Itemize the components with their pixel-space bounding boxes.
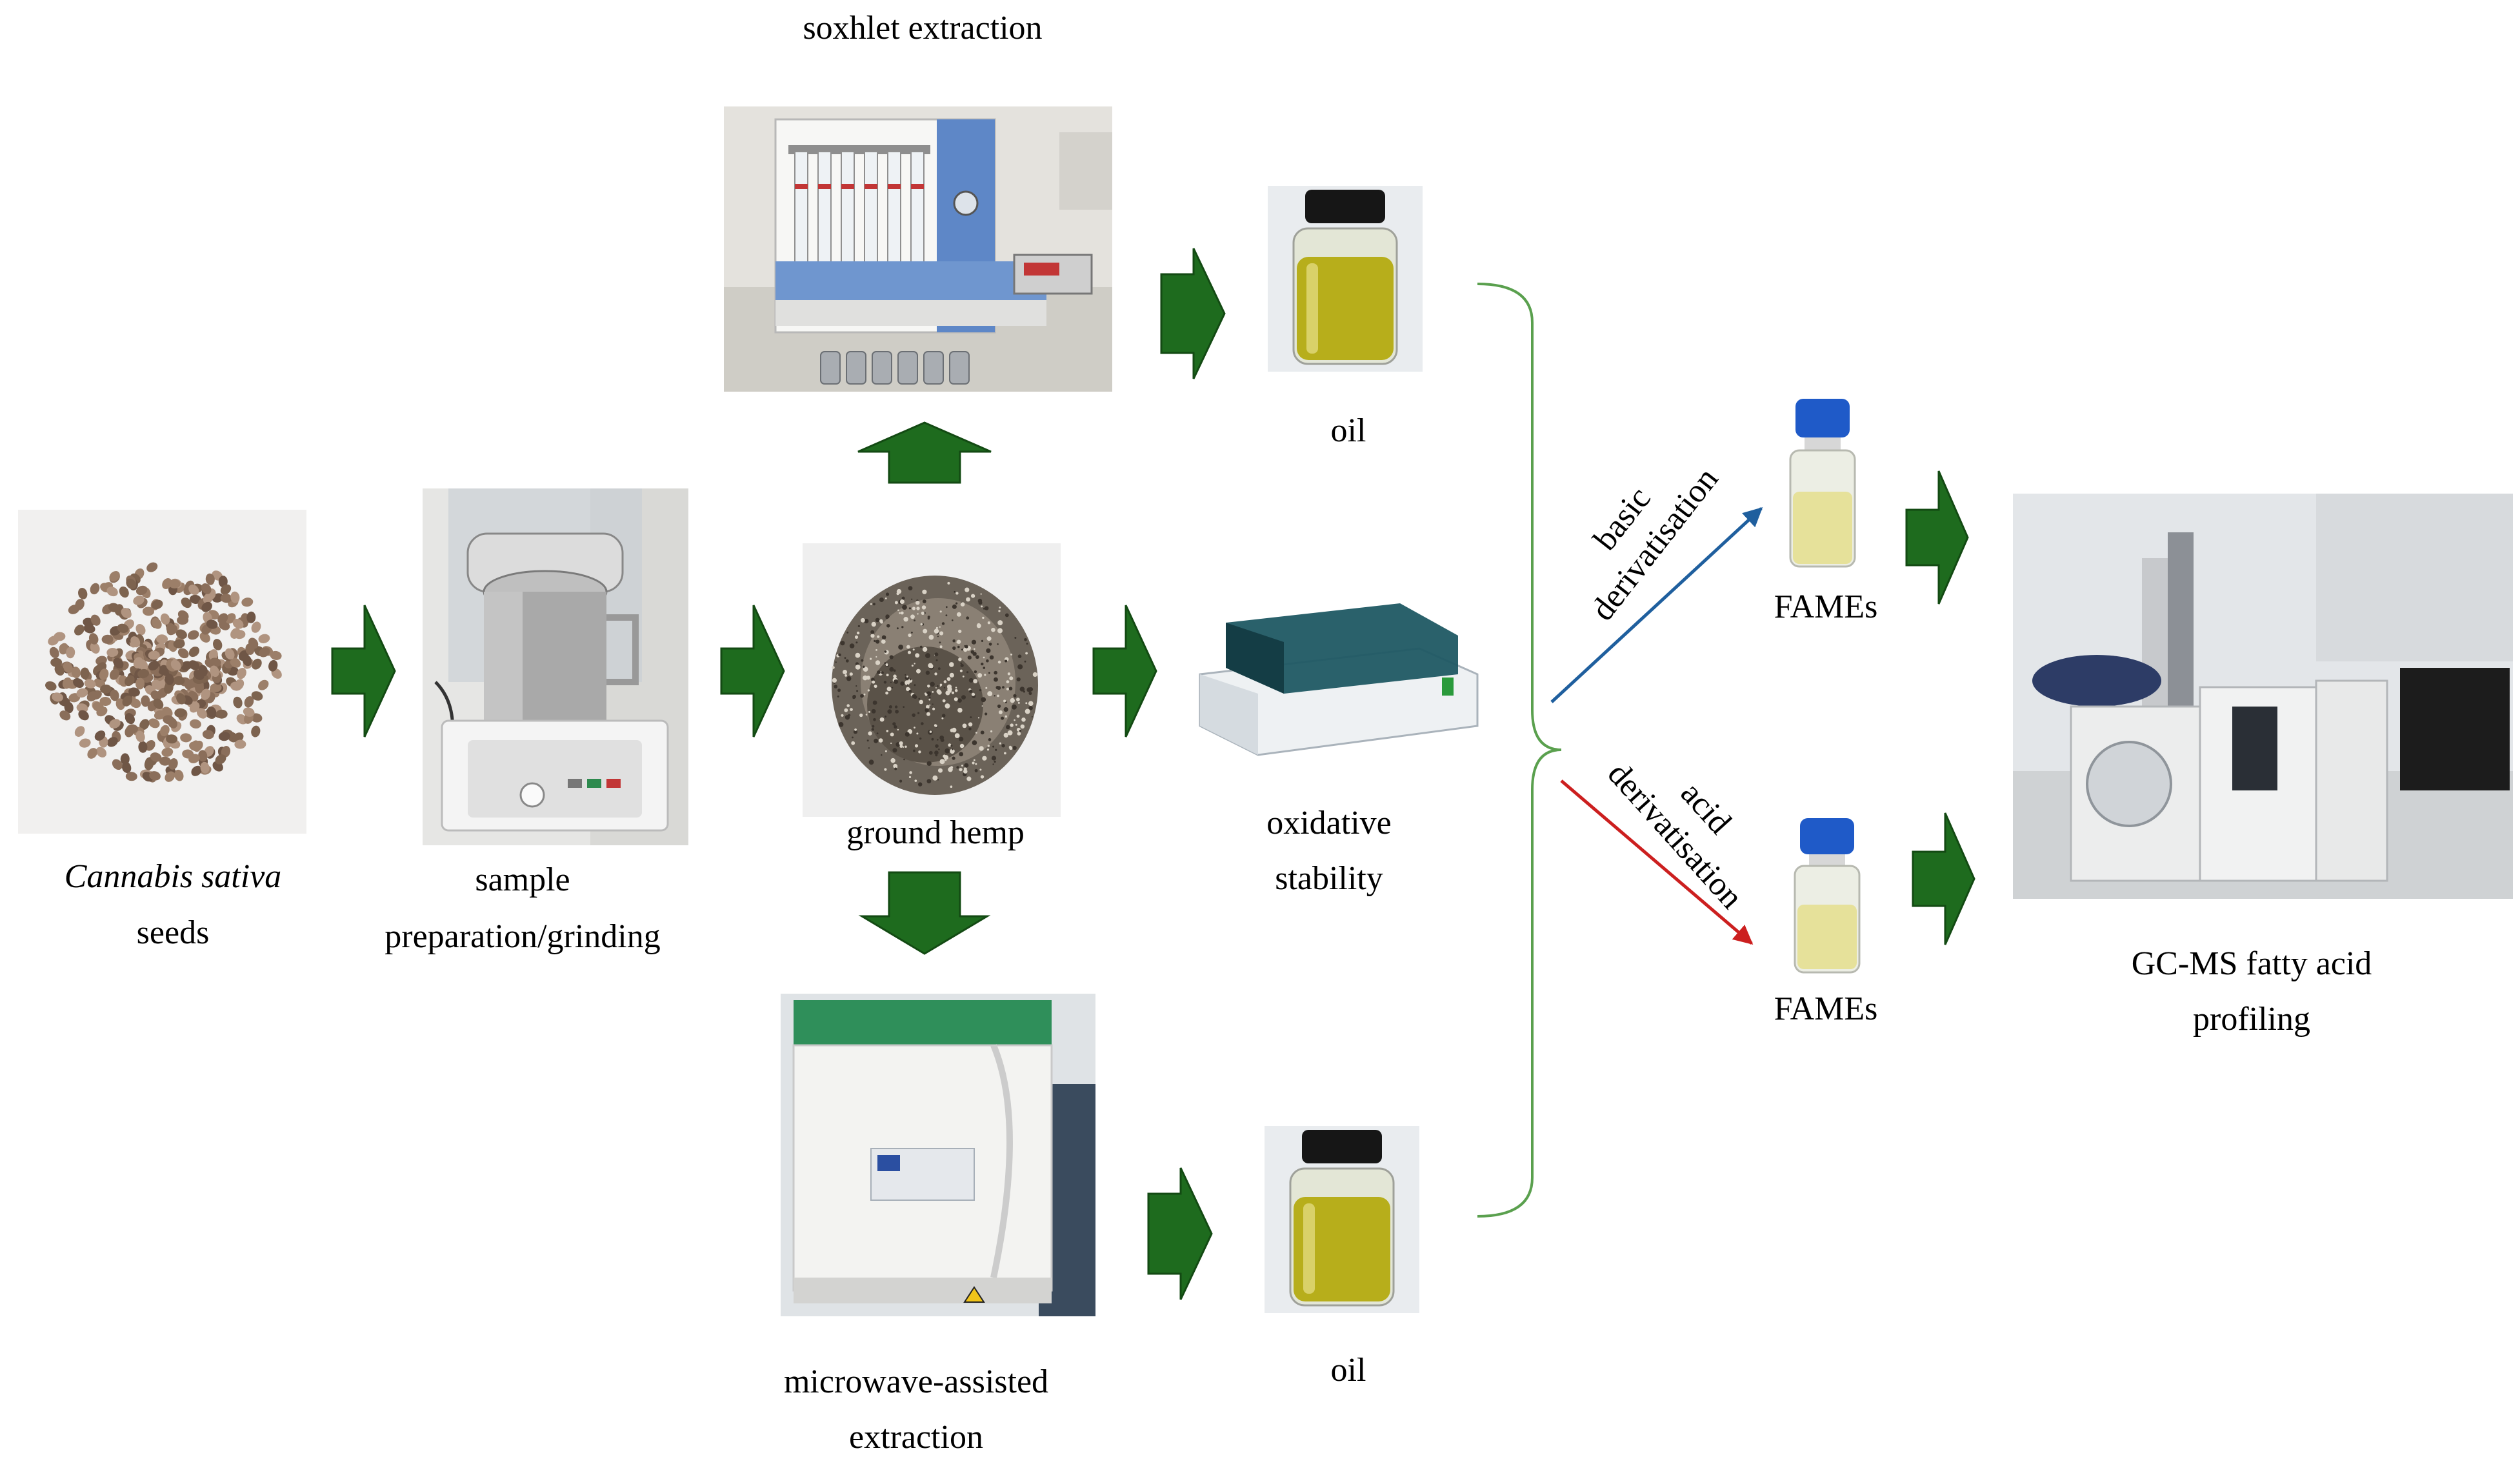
green-block-arrow-icon bbox=[1147, 1167, 1213, 1300]
oxidative-stability-label-line1: oxidative bbox=[1266, 805, 1392, 841]
gcms-label-line2: profiling bbox=[2193, 1001, 2310, 1038]
oxidative-stability-label-line2: stability bbox=[1275, 860, 1383, 897]
microwave-label-line1: microwave-assisted bbox=[783, 1363, 1049, 1400]
green-block-arrow-icon bbox=[331, 605, 396, 738]
curly-bracket-icon bbox=[1477, 283, 1562, 1218]
green-block-arrow-icon bbox=[1160, 248, 1226, 379]
green-block-arrow-icon bbox=[857, 421, 992, 484]
fames-bottom-label: FAMEs bbox=[1774, 990, 1878, 1027]
ground-hemp-label: ground hemp bbox=[846, 814, 1025, 851]
grinding-label-line1: sample bbox=[475, 861, 570, 898]
gcms-instrument-photo bbox=[2013, 494, 2513, 899]
rancimat-instrument-photo bbox=[1187, 597, 1487, 765]
soxhlet-apparatus-photo bbox=[724, 106, 1112, 392]
oil-bottom-label: oil bbox=[1330, 1352, 1366, 1389]
basic-derivatisation-arrow bbox=[1550, 507, 1763, 703]
acid-derivatisation-arrow bbox=[1560, 779, 1754, 945]
green-block-arrow-icon bbox=[1092, 605, 1157, 738]
green-block-arrow-icon bbox=[858, 871, 991, 955]
fames-top-label: FAMEs bbox=[1774, 588, 1878, 625]
seeds-label-italic: Cannabis sativa bbox=[12, 848, 334, 905]
grinder-photo bbox=[423, 488, 688, 845]
oil-jar-top-photo bbox=[1268, 186, 1423, 372]
green-block-arrow-icon bbox=[1912, 812, 1975, 945]
species-name: Cannabis sativa bbox=[64, 858, 282, 895]
fames-vial-bottom-photo bbox=[1775, 814, 1879, 981]
hemp-seeds-photo bbox=[18, 510, 306, 834]
seeds-label: seeds bbox=[136, 914, 210, 951]
microwave-label-line2: extraction bbox=[849, 1419, 983, 1456]
fames-vial-top-photo bbox=[1771, 395, 1874, 577]
oil-jar-bottom-photo bbox=[1265, 1126, 1419, 1313]
grinding-label-line2: preparation/grinding bbox=[385, 918, 661, 955]
green-block-arrow-icon bbox=[1905, 470, 1969, 605]
gcms-label-line1: GC-MS fatty acid bbox=[2131, 945, 2372, 982]
microwave-extractor-photo bbox=[781, 994, 1095, 1316]
ground-hemp-photo bbox=[803, 543, 1061, 817]
oil-top-label: oil bbox=[1330, 412, 1366, 449]
soxhlet-extraction-label: soxhlet extraction bbox=[803, 10, 1043, 46]
green-block-arrow-icon bbox=[720, 605, 785, 738]
